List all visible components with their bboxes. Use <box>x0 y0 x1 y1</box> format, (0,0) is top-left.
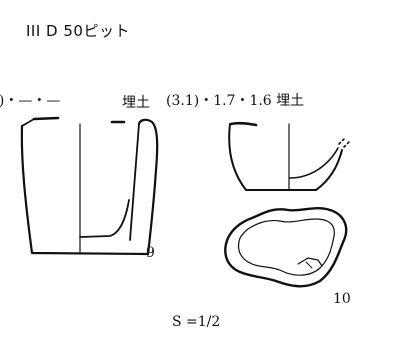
figure-number-10: 10 <box>333 291 351 307</box>
artifact-10-measurements: (3.1)・1.7・1.6 埋土 <box>166 93 305 109</box>
figure-number-9: 9 <box>146 245 155 261</box>
artifact-9-fill-label: 埋土 <box>122 95 150 111</box>
artifact-10-plan <box>224 206 348 288</box>
artifact-9-drawing <box>20 116 159 256</box>
scale-label: S =1/2 <box>172 314 221 330</box>
artifact-9-measurements: 3)・—・— <box>0 93 61 109</box>
artifact-10-profile <box>228 121 350 191</box>
section-heading: III D 50ピット <box>26 22 130 40</box>
